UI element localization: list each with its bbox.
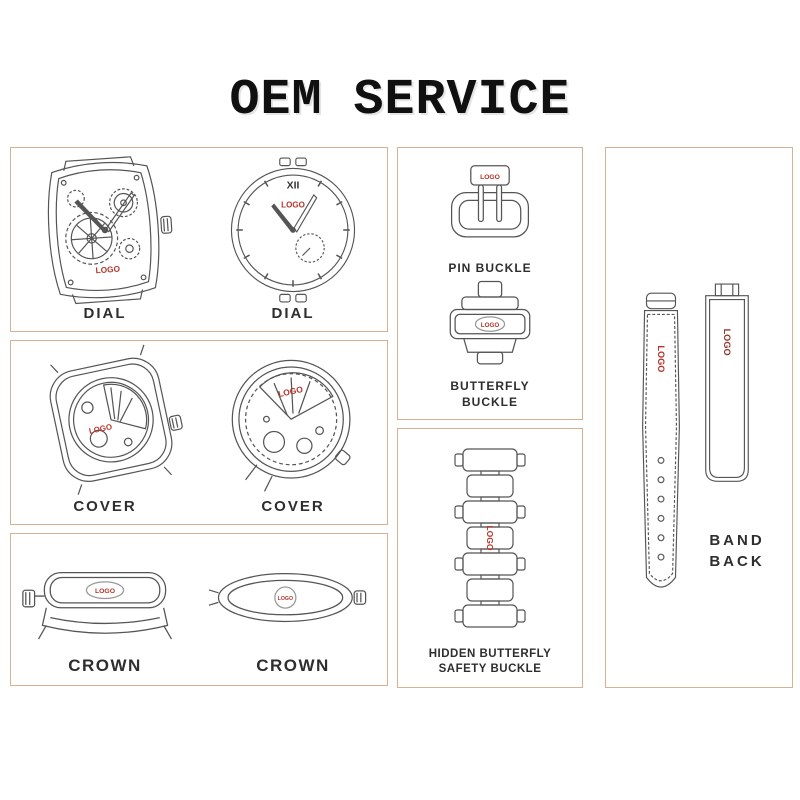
dial-label-left: DIAL — [83, 305, 127, 322]
band-label-line2: BACK — [709, 553, 765, 570]
bracelet-label-line2: SAFETY BUCKLE — [438, 663, 542, 676]
cover-label-right: COVER — [261, 498, 325, 515]
butterfly-buckle-figure: LOGO — [427, 276, 553, 378]
roman-numeral-xii: XII — [287, 180, 300, 191]
logo-text: LOGO — [277, 384, 304, 399]
logo-text: LOGO — [481, 322, 500, 329]
cover-panel: LOGO COVER — [10, 340, 388, 525]
logo-text: LOGO — [281, 200, 305, 209]
round-dial-drawing: XII LOGO — [230, 157, 356, 303]
bracelet-panel: LOGO HIDDEN BUTTERFLY SAFETY BUCKLE — [397, 428, 583, 688]
pin-buckle-drawing: LOGO — [450, 165, 530, 238]
logo-text: LOGO — [722, 329, 732, 356]
band-strap-drawing-left: LOGO — [642, 292, 680, 588]
dial-panel: LOGO DIAL — [10, 147, 388, 332]
cover-label-left: COVER — [73, 497, 137, 515]
bracelet-links-drawing: LOGO — [454, 448, 526, 628]
crown-label-right: CROWN — [256, 656, 330, 676]
logo-text: LOGO — [95, 264, 121, 276]
pin-buckle-label: PIN BUCKLE — [448, 260, 532, 275]
logo-text: LOGO — [95, 588, 116, 595]
round-cover-figure: LOGO COVER — [199, 341, 387, 524]
band-panel: LOGO LOGO BAND BACK — [605, 147, 793, 688]
logo-text: LOGO — [480, 174, 500, 181]
band-label-line1: BAND — [709, 532, 765, 549]
square-cover-figure: LOGO COVER — [11, 341, 199, 524]
skeleton-dial-drawing: LOGO — [47, 156, 173, 305]
bracelet-label: HIDDEN BUTTERFLY SAFETY BUCKLE — [429, 647, 552, 678]
band-back-label: BAND BACK — [694, 530, 780, 572]
square-caseback-drawing: LOGO — [49, 344, 183, 495]
logo-text: LOGO — [88, 422, 113, 436]
crown-side-figure-left: LOGO CROWN — [11, 534, 199, 685]
dial-label-right: DIAL — [271, 304, 315, 322]
crown-panel: LOGO CROWN — [10, 533, 388, 686]
band-strap-drawing-right: LOGO — [705, 283, 749, 482]
pin-buckle-figure: LOGO — [431, 158, 549, 260]
skeleton-dial-figure: LOGO DIAL — [11, 148, 199, 331]
bracelet-figure: LOGO — [445, 439, 535, 647]
logo-text: LOGO — [656, 345, 666, 372]
butterfly-buckle-drawing: LOGO — [449, 280, 531, 365]
crown-sideview-drawing-left: LOGO — [22, 571, 173, 639]
band-back-figure: LOGO — [698, 281, 756, 496]
logo-text: LOGO — [485, 525, 495, 550]
buckle-panel: LOGO PIN BUCKLE LOGO — [397, 147, 583, 420]
band-front-figure: LOGO — [632, 288, 690, 628]
butterfly-buckle-label-line2: BUCKLE — [461, 394, 518, 409]
crown-side-figure-right: LOGO CROWN — [199, 534, 387, 685]
butterfly-buckle-label: BUTTERFLY BUCKLE — [450, 378, 529, 410]
logo-text: LOGO — [278, 595, 293, 601]
bracelet-label-line1: HIDDEN BUTTERFLY — [428, 647, 552, 660]
crown-label-left: CROWN — [68, 656, 142, 676]
page-title: OEM SERVICE — [229, 72, 571, 129]
round-dial-figure: XII LOGO DIAL — [199, 148, 387, 331]
round-caseback-drawing: LOGO — [231, 359, 351, 492]
crown-sideview-drawing-right: LOGO — [208, 572, 367, 622]
butterfly-buckle-label-line1: BUTTERFLY — [450, 378, 530, 393]
